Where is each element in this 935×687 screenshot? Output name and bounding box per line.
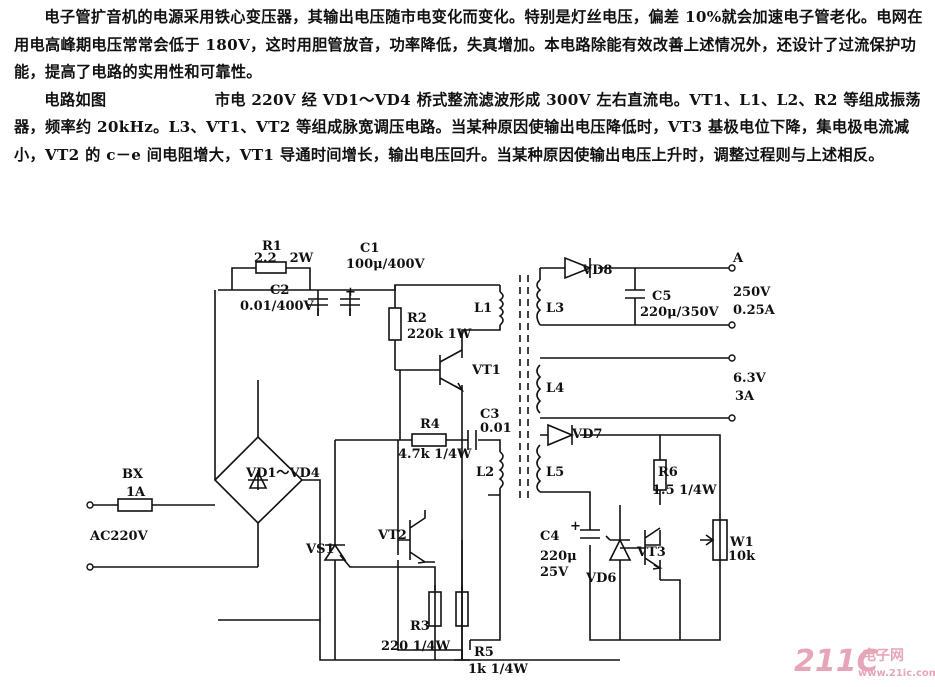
label-w1: W1 [729,535,754,550]
output-terminals [728,264,736,422]
svg-text:+: + [570,519,581,534]
inductor-l4 [536,364,542,414]
label-vd8: VD8 [581,263,612,278]
label-r1-value: 2.2 2W [254,251,314,266]
capacitor-c3 [467,430,477,450]
label-l4: L4 [546,381,564,396]
inductor-l5 [536,444,542,493]
label-r5-value: 1k 1/4W [468,662,528,677]
watermark-cn: 电子网 [862,647,904,664]
label-vt3: VT3 [636,545,666,560]
description-paragraph-1: 电子管扩音机的电源采用铁心变压器，其输出电压随市电变化而变化。特别是灯丝电压，偏… [14,8,923,81]
description-text: 电子管扩音机的电源采用铁心变压器，其输出电压随市电变化而变化。特别是灯丝电压，偏… [14,4,924,169]
diode-vd7 [547,423,575,447]
resistor-r5 [455,591,469,627]
label-output-a-current: 0.25A [733,303,776,318]
label-c5-value: 220μ/350V [640,305,720,320]
resistor-r2 [388,307,402,341]
label-vs1: VS1 [305,542,335,557]
component-labels: R1 2.2 2W C1 100μ/400V C2 0.01/400V R2 2… [89,239,776,677]
label-vt2: VT2 [377,528,407,543]
label-l1: L1 [474,301,492,316]
label-vd7: VD7 [571,427,602,442]
thyristor-vs1 [323,543,360,580]
description-paragraph-2: 电路如图 市电 220V 经 VD1～VD4 桥式整流滤波形成 300V 左右直… [14,90,921,164]
potentiometer-w1 [700,519,728,561]
site-watermark: 211C 电子网 www.21ic.com [794,644,935,679]
label-bridge: VD1～VD4 [245,466,320,481]
label-ac-input: AC220V [89,529,149,544]
label-c3: C3 [480,407,499,422]
inductor-l1 [498,291,504,326]
transistor-vt3 [620,527,663,570]
capacitor-c5 [625,289,645,310]
inductor-l2 [498,451,504,489]
label-r3-value: 220 1/4W [381,639,451,654]
transformer-core [519,275,529,500]
fuse-bx [86,498,153,571]
label-c5: C5 [652,289,671,304]
watermark-url: www.21ic.com [858,668,935,679]
label-c1: C1 [360,241,379,256]
label-c1-value: 100μ/400V [346,257,426,272]
label-output-b-current: 3A [735,389,755,404]
capacitor-c4: + [570,519,600,539]
label-bx: BX [122,467,144,482]
capacitor-c2 [308,298,328,306]
label-r2-value: 220k 1W [407,327,472,342]
label-vd6: VD6 [585,571,616,586]
label-r4: R4 [420,417,440,432]
inductor-l3 [536,268,542,326]
resistor-r4 [411,433,447,447]
label-output-b-voltage: 6.3V [733,371,767,386]
label-c2-value: 0.01/400V [240,299,315,314]
label-c4: C4 [540,529,559,544]
label-r3: R3 [410,619,430,634]
label-r1: R1 [262,239,282,254]
label-l2: L2 [476,465,494,480]
transistor-vt2 [398,510,435,564]
label-output-a: A [732,251,744,266]
watermark-logo: 211C [794,644,879,679]
label-r5: R5 [474,645,494,660]
label-r4-value: 4.7k 1/4W [398,447,472,462]
label-output-a-voltage: 250V [733,285,771,300]
ground-symbol [454,650,470,661]
label-bx-value: 1A [126,485,146,500]
resistor-r6 [653,459,667,491]
label-c4-value1: 220μ [540,549,577,564]
label-c2: C2 [270,283,289,298]
capacitor-c1: + [340,285,360,306]
label-c4-value2: 25V [540,565,569,580]
zener-vd6 [605,535,632,561]
label-vt1: VT1 [471,363,501,378]
wiring [90,267,732,661]
svg-text:+: + [345,285,356,300]
label-w1-value: 10k [728,549,756,564]
label-l3: L3 [546,301,564,316]
transistor-vt1 [439,349,465,393]
diode-vd8 [564,256,593,280]
label-l5: L5 [546,465,564,480]
resistor-r1 [255,261,287,274]
bridge-rectifier [248,470,268,490]
label-r2: R2 [407,311,427,326]
label-r6: R6 [658,465,678,480]
label-r6-value: 1.5 1/4W [652,483,717,498]
resistor-r3 [428,591,442,627]
label-c3-value: 0.01 [480,421,512,436]
